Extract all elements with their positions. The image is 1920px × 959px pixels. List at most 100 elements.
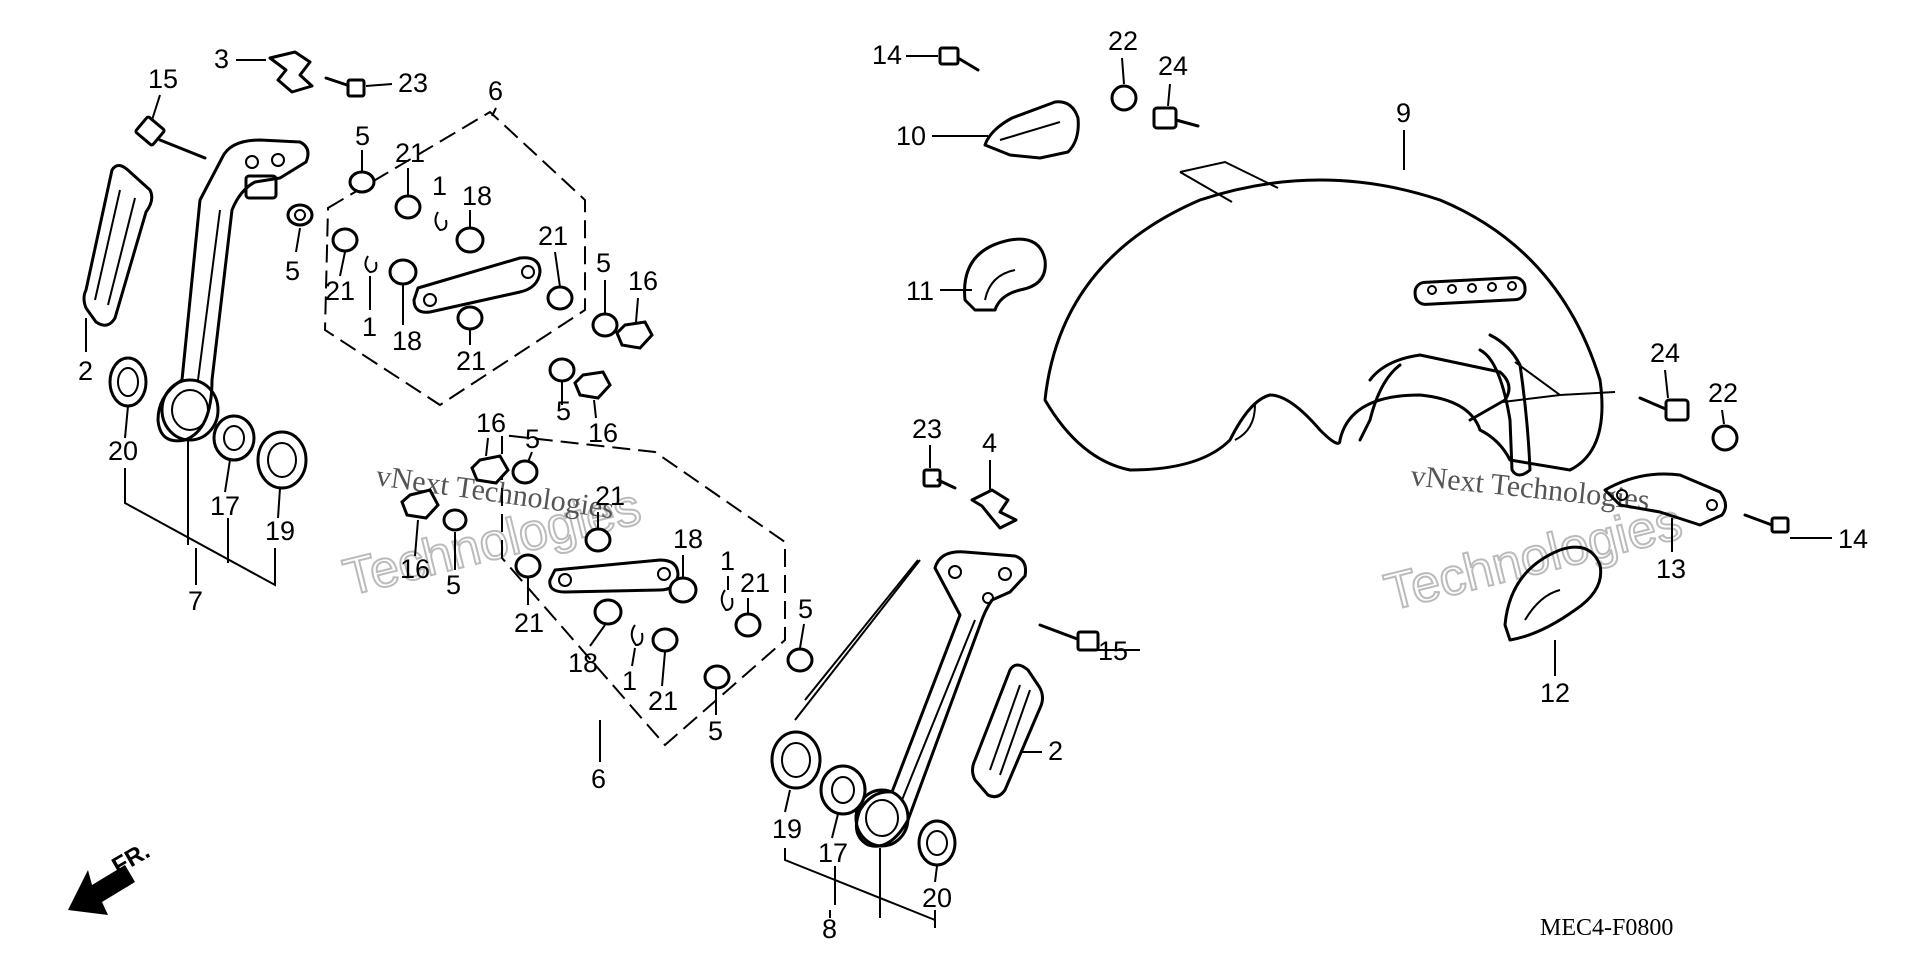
- callout-19b: 19: [772, 814, 802, 844]
- bolt-15-right: [1038, 623, 1100, 652]
- callout-5e: 5: [556, 396, 571, 426]
- oil-seal-19-right: [770, 730, 822, 790]
- bushing-21-u3: [546, 285, 574, 311]
- callout-23b: 23: [912, 414, 942, 444]
- circlip-1-l2: [630, 624, 644, 647]
- bolt-23-mid: [922, 468, 957, 490]
- clip-4: [970, 488, 1018, 530]
- callout-1d: 1: [622, 666, 637, 696]
- bushing-18-l1: [668, 576, 698, 604]
- cap-22-right: [1711, 424, 1739, 452]
- collar-5-mid1: [591, 312, 619, 338]
- collar-5-u: [348, 170, 376, 194]
- callout-5g: 5: [798, 594, 813, 624]
- bushing-21-u1: [331, 227, 359, 253]
- collar-5-l2: [442, 508, 468, 532]
- callout-21g: 21: [514, 608, 544, 638]
- callout-24b: 24: [1650, 338, 1680, 368]
- collar-5-l3: [786, 647, 814, 673]
- nut-16-mid2: [573, 370, 612, 400]
- callout-15a: 15: [148, 64, 178, 94]
- callout-6a: 6: [488, 76, 503, 106]
- callout-6b: 6: [591, 764, 606, 794]
- callout-18c: 18: [673, 524, 703, 554]
- callout-14b: 14: [1838, 524, 1868, 554]
- callout-13: 13: [1656, 554, 1686, 584]
- bolt-24-right: [1638, 396, 1690, 422]
- collar-5-l4: [703, 664, 731, 690]
- callout-22b: 22: [1708, 378, 1738, 408]
- callout-21b: 21: [538, 221, 568, 251]
- callout-17a: 17: [210, 491, 240, 521]
- bushing-18-u2: [388, 258, 418, 286]
- bolt-23-top: [324, 76, 366, 98]
- bracket-10: [983, 100, 1080, 160]
- bushing-18-l2: [593, 598, 623, 626]
- footpeg-rubber-left: [82, 164, 154, 327]
- bushing-21-l2: [514, 553, 542, 579]
- kit-outline-6-upper: [323, 110, 586, 407]
- front-fender: [1043, 178, 1604, 477]
- callout-5f: 5: [446, 570, 461, 600]
- callout-19a: 19: [265, 516, 295, 546]
- callout-21f: 21: [740, 568, 770, 598]
- kit-outline-6-lower: [501, 433, 786, 747]
- fender-stay-13: [1603, 472, 1727, 527]
- callout-20a: 20: [108, 436, 138, 466]
- callout-3: 3: [214, 44, 229, 74]
- callout-23a: 23: [398, 68, 428, 98]
- bushing-21-u2: [394, 194, 422, 220]
- bolt-14-top: [938, 46, 980, 72]
- callout-21a: 21: [395, 138, 425, 168]
- callout-22a: 22: [1108, 26, 1138, 56]
- callout-5b: 5: [285, 256, 300, 286]
- leader-fender-top: [1179, 160, 1279, 203]
- callout-5h: 5: [708, 716, 723, 746]
- callout-20b: 20: [922, 883, 952, 913]
- bolt-15-left: [134, 115, 207, 160]
- callout-11: 11: [906, 276, 934, 306]
- circlip-1-l1: [720, 589, 734, 612]
- circlip-1-u1: [434, 211, 448, 232]
- oil-seal-20-right: [917, 819, 957, 867]
- bushing-21-l1: [584, 527, 612, 553]
- cap-22-top: [1110, 84, 1138, 112]
- callout-9: 9: [1396, 98, 1411, 128]
- callout-2b: 2: [1048, 736, 1063, 766]
- bushing-18-u1: [455, 226, 485, 254]
- circlip-1-u2: [364, 255, 378, 274]
- callout-8: 8: [822, 914, 837, 944]
- bolt-14-right: [1743, 513, 1790, 534]
- collar-5-mid2: [548, 357, 576, 383]
- leader-link-bracket-2: [804, 559, 919, 701]
- bushing-21-u4: [456, 305, 484, 331]
- oil-seal-19-left: [256, 430, 308, 490]
- leader-fender-right: [1502, 361, 1616, 403]
- footpeg-bracket-right: [854, 550, 1027, 848]
- collar-5-l1: [511, 459, 539, 485]
- callout-21h: 21: [648, 686, 678, 716]
- footpeg-rubber-right: [971, 663, 1044, 799]
- link-arm-upper: [412, 256, 542, 314]
- link-arm-lower: [548, 558, 680, 594]
- bearing-17-right: [819, 764, 867, 816]
- callout-2a: 2: [78, 356, 93, 386]
- callout-16d: 16: [400, 554, 430, 584]
- callout-16b: 16: [476, 408, 506, 438]
- inner-guard-12: [1503, 545, 1603, 642]
- callout-1a: 1: [432, 171, 447, 201]
- callout-24a: 24: [1158, 51, 1188, 81]
- front-direction-arrow-icon: FR.: [68, 837, 154, 915]
- callout-21d: 21: [456, 346, 486, 376]
- callout-1b: 1: [362, 312, 377, 342]
- callout-21e: 21: [595, 481, 625, 511]
- callout-5a: 5: [355, 121, 370, 151]
- callout-17b: 17: [818, 838, 848, 868]
- callout-18b: 18: [392, 326, 422, 356]
- callout-14a: 14: [872, 40, 902, 70]
- callout-5c: 5: [596, 248, 611, 278]
- bushing-21-l3: [734, 612, 762, 638]
- oil-seal-20-left: [108, 356, 148, 408]
- nut-16-l1: [470, 454, 510, 485]
